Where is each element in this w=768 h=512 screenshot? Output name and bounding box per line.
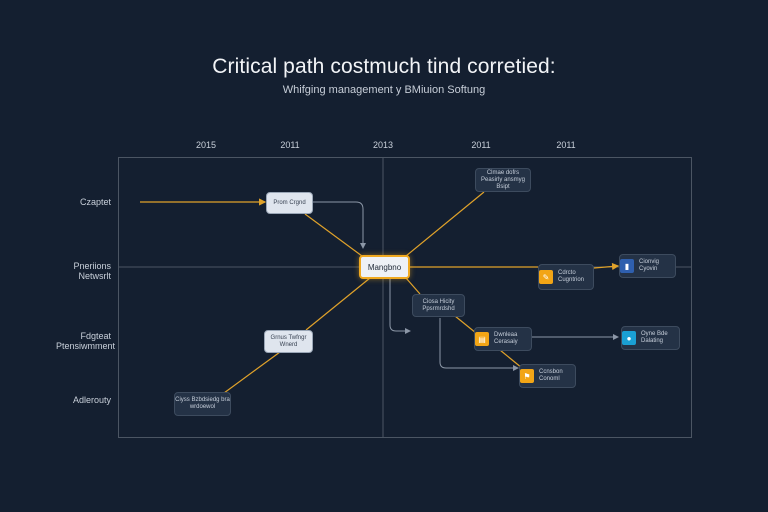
node-label: Dwnleaa Cerasaiy: [494, 332, 518, 345]
node-ciyss[interactable]: Ciyss Bzbdsiedg bra wrdoewol: [174, 392, 231, 416]
node-label: Mangbno: [367, 262, 402, 272]
diagram-frame: [118, 157, 692, 438]
node-label: Ccnsbon Conoml: [539, 369, 563, 382]
node-label: Cdrcto Cugntrion: [558, 270, 585, 283]
connector: [304, 213, 363, 257]
connector: [305, 277, 371, 331]
doc-icon: ▤: [475, 332, 489, 346]
node-central[interactable]: Mangbno: [359, 255, 410, 279]
connector: [312, 201, 366, 249]
connector: [593, 262, 620, 271]
node-ccnsbon[interactable]: ⚑ Ccnsbon Conoml: [519, 364, 576, 388]
connector: [405, 277, 421, 295]
year-label: 2011: [556, 140, 576, 150]
node-label: Oyne Bde Dalating: [641, 331, 668, 344]
row-label: Fdgteat Ptensiwmment: [56, 331, 116, 351]
node-label: Clmae dofrs Peasirly ansmyg Bsipt: [480, 169, 525, 190]
node-oyne[interactable]: ● Oyne Bde Dalating: [621, 326, 680, 350]
node-cionvig[interactable]: ▮ Cionvig Cyovin: [619, 254, 676, 278]
flag-icon: ⚑: [520, 369, 534, 383]
node-prom-crgnd[interactable]: Prom Crgnd: [266, 192, 313, 214]
node-label: Prom Crgnd: [273, 199, 306, 206]
node-label: Grnus Twfngr Wnerd: [270, 334, 307, 348]
row-label: Pneriions Netwsrlt: [73, 261, 111, 281]
year-label: 2013: [372, 140, 394, 150]
diagram-subtitle: Whifging management y BMiuion Softung: [282, 84, 486, 96]
row-label: Adlerouty: [72, 395, 111, 405]
connector: [389, 278, 411, 334]
row-label: Czaptet: [79, 197, 111, 207]
connector: [405, 191, 485, 257]
diagram-title: Critical path costmuch tind corretied:: [212, 55, 556, 78]
node-label: Ciyss Bzbdsiedg bra wrdoewol: [175, 397, 230, 410]
node-cdrcto[interactable]: ✎ Cdrcto Cugntrion: [538, 264, 594, 290]
node-dwnleaa[interactable]: ▤ Dwnleaa Cerasaiy: [474, 327, 532, 351]
chart-icon: ▮: [620, 259, 634, 273]
connector: [439, 318, 519, 371]
bar-icon: ✎: [539, 270, 553, 284]
circle-icon: ●: [622, 331, 636, 345]
node-grnus[interactable]: Grnus Twfngr Wnerd: [264, 330, 313, 353]
year-label: 2011: [280, 140, 300, 150]
connector: [223, 351, 281, 394]
connector: [454, 315, 477, 334]
node-label: Ciosa Hicity Ppsrmrdshd: [422, 298, 455, 312]
node-ciosa[interactable]: Ciosa Hicity Ppsrmrdshd: [412, 294, 465, 317]
year-label: 2011: [471, 140, 491, 150]
node-top-right[interactable]: Clmae dofrs Peasirly ansmyg Bsipt: [475, 168, 531, 192]
year-label: 2015: [195, 140, 217, 150]
node-label: Cionvig Cyovin: [639, 259, 660, 272]
